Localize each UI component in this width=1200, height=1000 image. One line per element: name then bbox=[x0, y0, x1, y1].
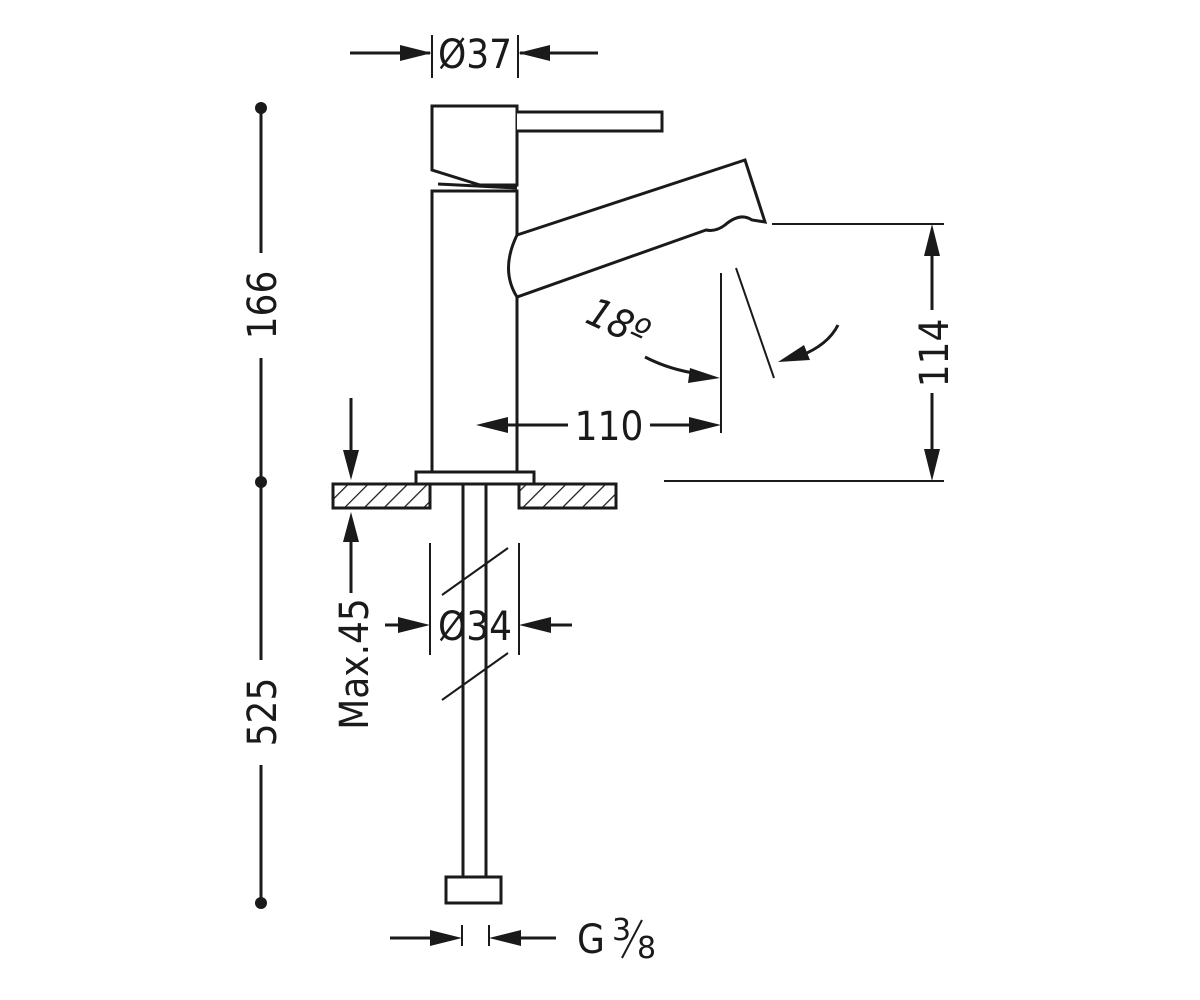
spout-angle-dimension: 18º bbox=[579, 267, 840, 383]
spout-height-label: 114 bbox=[912, 319, 958, 388]
thread-numerator-label: 3 bbox=[612, 913, 631, 948]
base-plate bbox=[414, 470, 536, 486]
max-deck-thickness-label: Max.45 bbox=[332, 598, 378, 730]
dimension-dot-middle bbox=[255, 476, 267, 488]
deck-left bbox=[331, 482, 432, 510]
spout-reach-label: 110 bbox=[575, 404, 644, 450]
handle-lever bbox=[517, 110, 664, 133]
spout-angle-label: 18º bbox=[579, 289, 655, 357]
dimension-dot-bottom bbox=[255, 897, 267, 909]
handle-cap bbox=[430, 104, 519, 187]
top-diameter-label: Ø37 bbox=[438, 32, 512, 78]
mount-diameter-label: Ø34 bbox=[438, 604, 512, 650]
deck-thickness-dimension: Max.45 bbox=[332, 398, 378, 730]
mount-diameter-dimension: Ø34 bbox=[385, 543, 572, 655]
top-diameter-dimension: Ø37 bbox=[350, 32, 598, 78]
height-above-deck-label: 166 bbox=[240, 271, 286, 340]
connection-nut bbox=[444, 875, 503, 905]
faucet-spout bbox=[507, 158, 768, 299]
spout-height-dimension: 114 bbox=[664, 223, 958, 482]
spout-reach-dimension: 110 bbox=[476, 273, 722, 450]
overall-height-dimension: 166 525 bbox=[240, 102, 286, 909]
faucet-body bbox=[414, 104, 768, 486]
mounting-shank bbox=[441, 484, 509, 905]
dimension-dot-top bbox=[255, 102, 267, 114]
deck-counter bbox=[331, 482, 618, 510]
thread-prefix-label: G bbox=[577, 917, 605, 963]
deck-right bbox=[517, 482, 618, 510]
thread-denominator-label: 8 bbox=[637, 931, 656, 966]
height-below-deck-label: 525 bbox=[240, 678, 286, 747]
connection-thread-dimension: G 3 8 bbox=[390, 913, 656, 966]
